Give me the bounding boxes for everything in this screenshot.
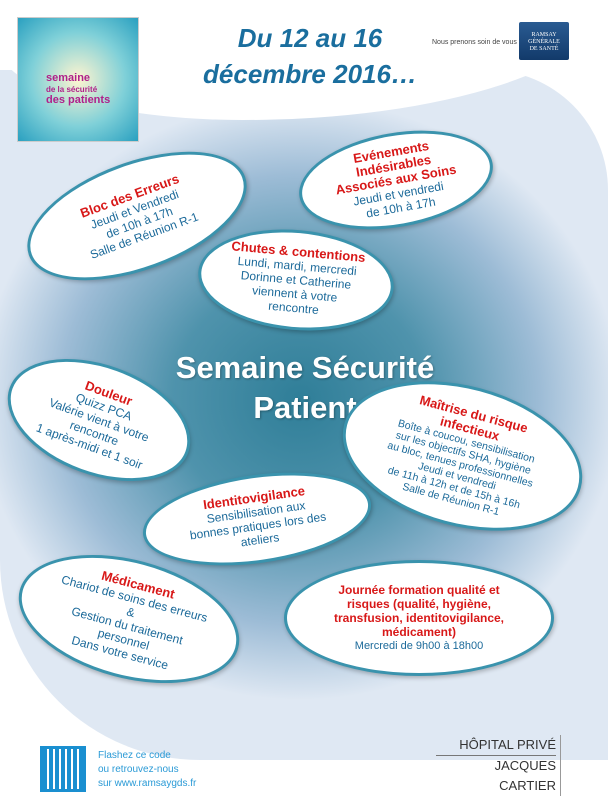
dates-line: Du 12 au 16 xyxy=(237,23,383,53)
logo-text-line: des patients xyxy=(46,94,111,106)
dates-line: décembre 2016… xyxy=(203,59,417,89)
qr-code[interactable] xyxy=(40,746,86,792)
tagline: Nous prenons soin de vous xyxy=(432,39,517,46)
logo-text-line: de la sécurité xyxy=(46,85,98,94)
event-dates: Du 12 au 16 décembre 2016… xyxy=(190,20,430,92)
bubble-journee-formation: Journée formation qualité et risques (qu… xyxy=(284,560,554,676)
logo-text-line: semaine xyxy=(46,72,91,84)
